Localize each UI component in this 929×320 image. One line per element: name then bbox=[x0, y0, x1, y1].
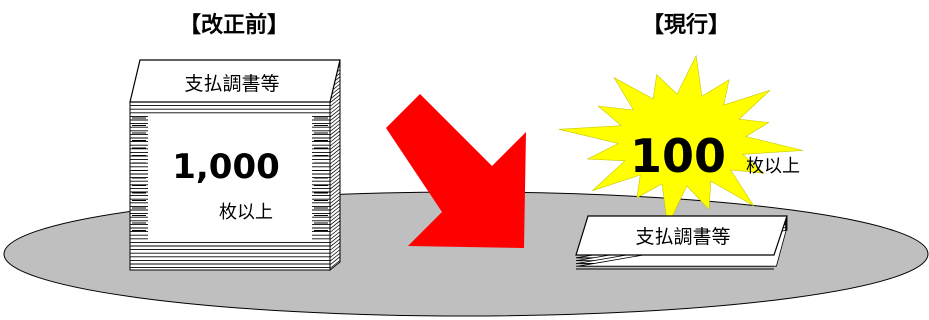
paper-top-sheet-tall: 支払調書等 bbox=[130, 60, 340, 102]
paper-top-sheet-short: 支払調書等 bbox=[576, 216, 787, 255]
unit-current: 枚以上 bbox=[746, 156, 800, 177]
stack-label-current: 支払調書等 bbox=[635, 226, 730, 248]
stack-label-before: 支払調書等 bbox=[184, 73, 279, 95]
threshold-before: 1,000 bbox=[172, 147, 280, 187]
heading-before: 【改正前】 bbox=[179, 12, 289, 38]
heading-current: 【現行】 bbox=[642, 12, 730, 38]
threshold-current: 100 bbox=[630, 129, 726, 183]
unit-before: 枚以上 bbox=[219, 202, 273, 223]
